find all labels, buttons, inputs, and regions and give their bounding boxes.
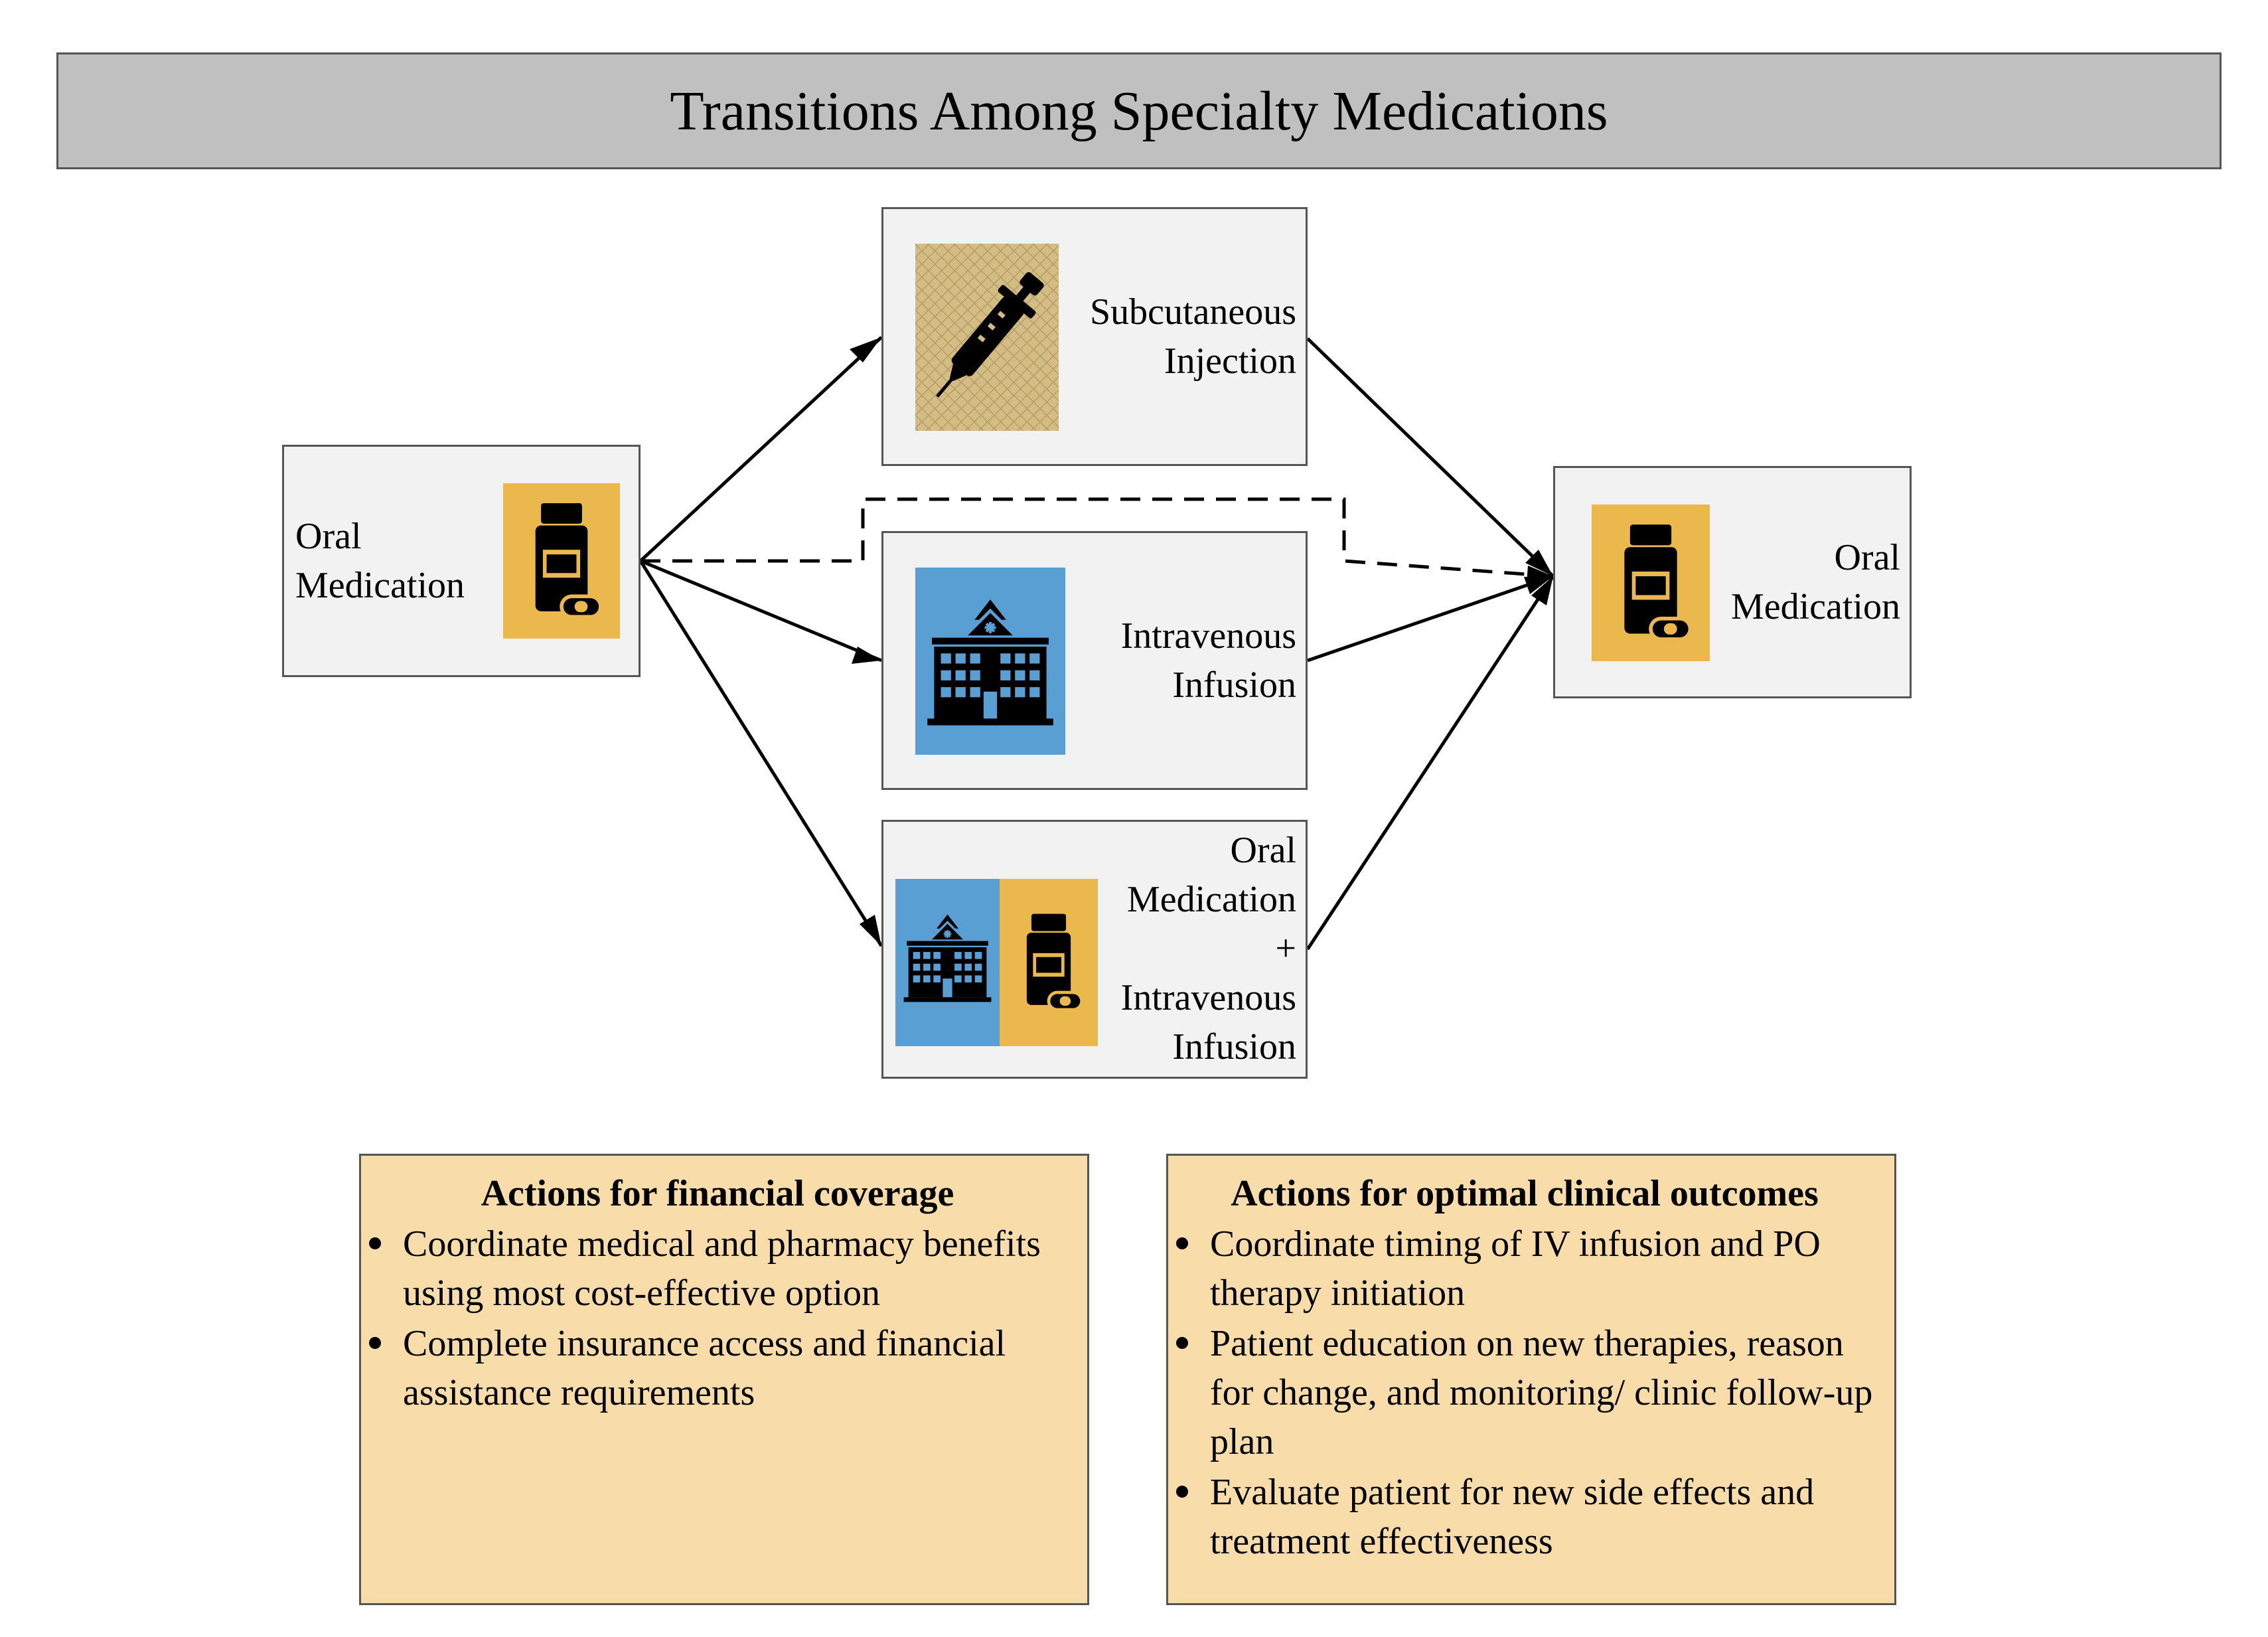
- arrow-combo-to-oral-right: [1306, 575, 1555, 951]
- node-label: Oral Medication: [295, 516, 465, 606]
- node-oral-medication-right: Oral Medication: [1553, 466, 1912, 698]
- node-label: Subcutaneous Injection: [1089, 291, 1296, 382]
- syringe-icon: [915, 244, 1059, 431]
- list-item: Evaluate patient for new side effects an…: [1168, 1468, 1881, 1566]
- node-subcutaneous-injection: Subcutaneous Injection: [881, 207, 1308, 466]
- arrow-oral-to-combo: [639, 560, 883, 947]
- pill-bottle-icon: [503, 483, 620, 639]
- pill-bottle-icon: [1592, 505, 1710, 661]
- node-oral-medication-left: Oral Medication: [282, 445, 641, 677]
- financial-actions-box: Actions for financial coverage Coordinat…: [359, 1154, 1089, 1605]
- hospital-icon: [895, 879, 1000, 1046]
- financial-actions-title: Actions for financial coverage: [481, 1173, 954, 1214]
- financial-actions-list: Coordinate medical and pharmacy benefits…: [361, 1219, 1074, 1417]
- arrow-oral-to-subcutaneous: [639, 336, 883, 562]
- arrow-subcutaneous-to-oral-right: [1306, 337, 1554, 578]
- arrow-oral-to-intravenous: [640, 559, 882, 664]
- diagram-title: Transitions Among Specialty Medications: [56, 52, 2222, 169]
- arrow-intravenous-to-oral-right: [1307, 574, 1554, 663]
- pill-bottle-icon: [1000, 879, 1098, 1046]
- hospital-icon: [915, 568, 1065, 755]
- node-label: Oral Medication + Intravenous Infusion: [1120, 830, 1296, 1067]
- list-item: Coordinate timing of IV infusion and PO …: [1168, 1219, 1881, 1318]
- list-item: Complete insurance access and financial …: [361, 1319, 1074, 1417]
- node-intravenous-infusion: Intravenous Infusion: [881, 531, 1308, 790]
- node-label: Oral Medication: [1730, 537, 1900, 627]
- list-item: Patient education on new therapies, reas…: [1168, 1319, 1881, 1466]
- clinical-actions-title: Actions for optimal clinical outcomes: [1231, 1173, 1819, 1214]
- node-label: Intravenous Infusion: [1120, 615, 1296, 706]
- node-oral-plus-intravenous: Oral Medication + Intravenous Infusion: [881, 820, 1308, 1079]
- clinical-actions-list: Coordinate timing of IV infusion and PO …: [1168, 1219, 1881, 1566]
- arrow-dashed-oral-to-oral-right: [641, 497, 1554, 584]
- list-item: Coordinate medical and pharmacy benefits…: [361, 1219, 1074, 1318]
- clinical-actions-box: Actions for optimal clinical outcomes Co…: [1166, 1154, 1896, 1605]
